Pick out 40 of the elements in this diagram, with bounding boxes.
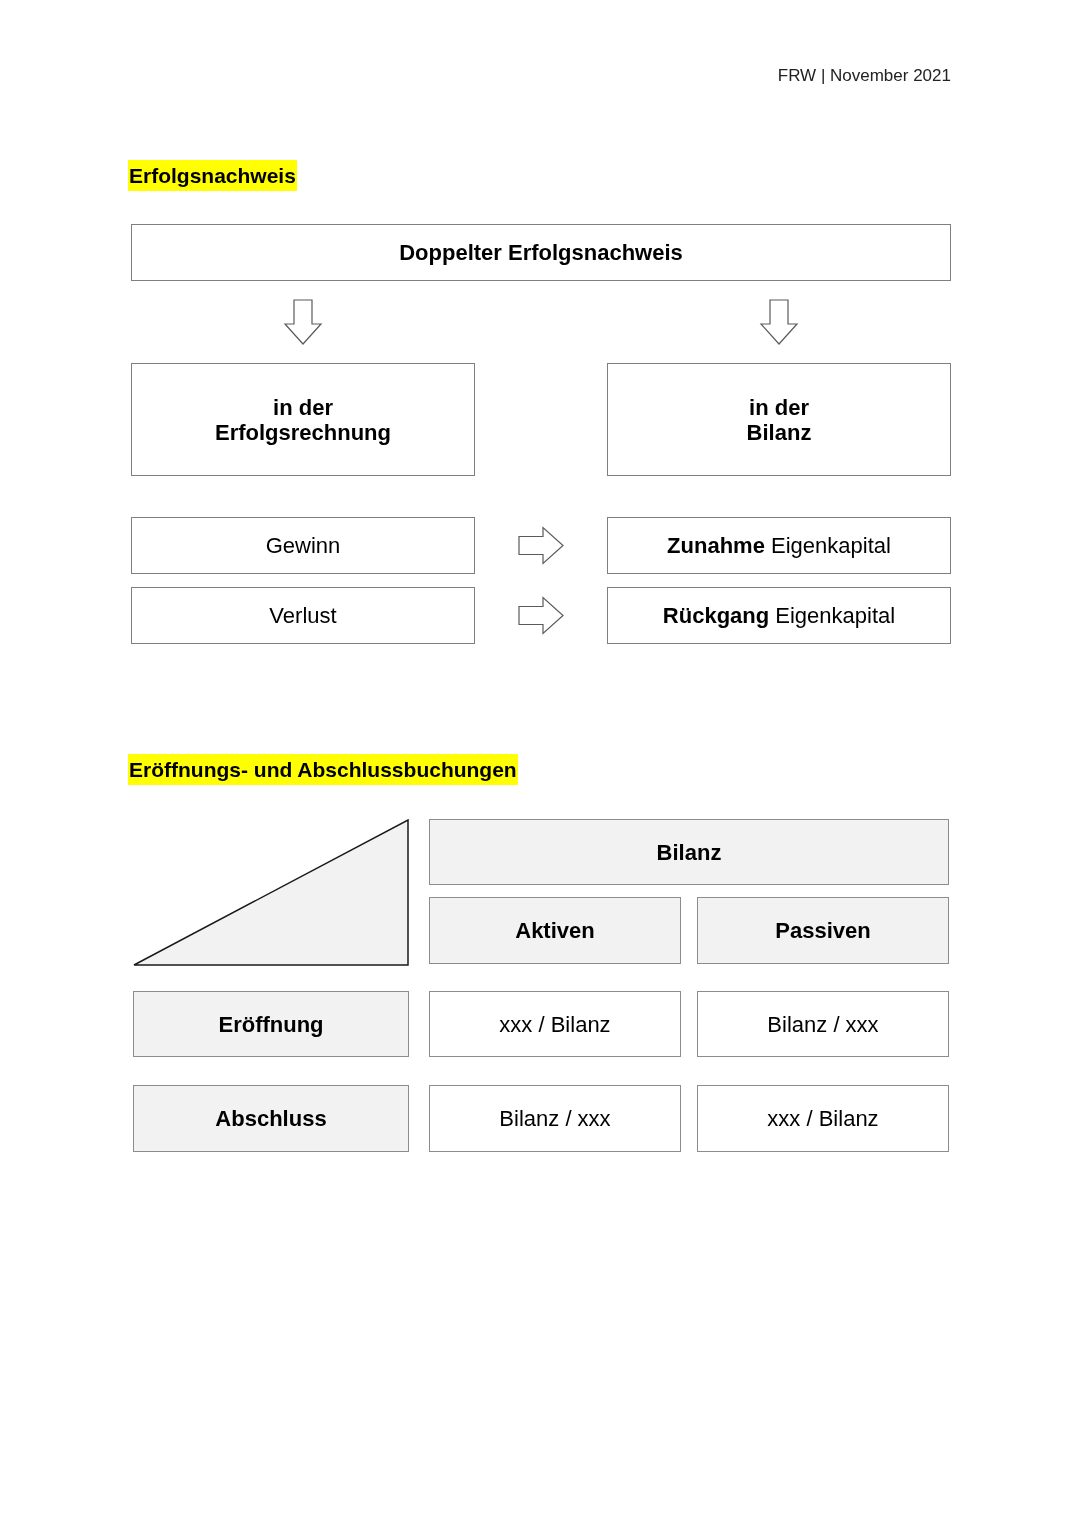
entry-box bbox=[697, 991, 949, 1057]
entry-box bbox=[429, 1085, 681, 1152]
column-header-box bbox=[429, 897, 681, 964]
result-box bbox=[131, 587, 475, 644]
block-arrow bbox=[283, 299, 323, 345]
block-arrow bbox=[518, 526, 564, 565]
category-box bbox=[131, 363, 475, 476]
entry-box bbox=[429, 991, 681, 1057]
column-header-box bbox=[697, 897, 949, 964]
row-header-box bbox=[133, 1085, 409, 1152]
table-header-box bbox=[429, 819, 949, 885]
heading-label: Passiven bbox=[775, 918, 871, 943]
row-header-box bbox=[133, 991, 409, 1057]
section-heading: Erfolgsnachweis bbox=[128, 160, 297, 191]
heading-label: Abschluss bbox=[215, 1106, 327, 1131]
heading-label: in der Bilanz bbox=[745, 394, 813, 445]
title-box bbox=[131, 224, 951, 281]
entry-text: Rückgang Eigenkapital bbox=[662, 603, 896, 628]
result-box bbox=[607, 587, 951, 644]
entry-box bbox=[697, 1085, 949, 1152]
heading-label: Aktiven bbox=[515, 918, 595, 943]
entry-text: xxx / Bilanz bbox=[499, 1011, 611, 1037]
result-box bbox=[131, 517, 475, 574]
heading-label: Doppelter Erfolgsnachweis bbox=[399, 240, 683, 265]
heading-label: Eröffnung bbox=[218, 1011, 324, 1037]
triangle-shape bbox=[133, 819, 409, 966]
block-arrow bbox=[518, 596, 564, 635]
entry-text: xxx / Bilanz bbox=[767, 1106, 879, 1131]
section-heading: Eröffnungs- und Abschlussbuchungen bbox=[128, 754, 518, 785]
entry-text: Gewinn bbox=[265, 533, 341, 558]
heading-label: Bilanz bbox=[656, 839, 722, 865]
heading-label: in der Erfolgsrechnung bbox=[214, 394, 392, 445]
category-box bbox=[607, 363, 951, 476]
entry-text: Bilanz / xxx bbox=[499, 1106, 611, 1131]
entry-text: Bilanz / xxx bbox=[767, 1011, 879, 1037]
entry-text: Zunahme Eigenkapital bbox=[667, 533, 891, 558]
page-header: FRW | November 2021 bbox=[777, 65, 951, 87]
result-box bbox=[607, 517, 951, 574]
entry-text: Verlust bbox=[269, 603, 337, 628]
block-arrow bbox=[759, 299, 799, 345]
